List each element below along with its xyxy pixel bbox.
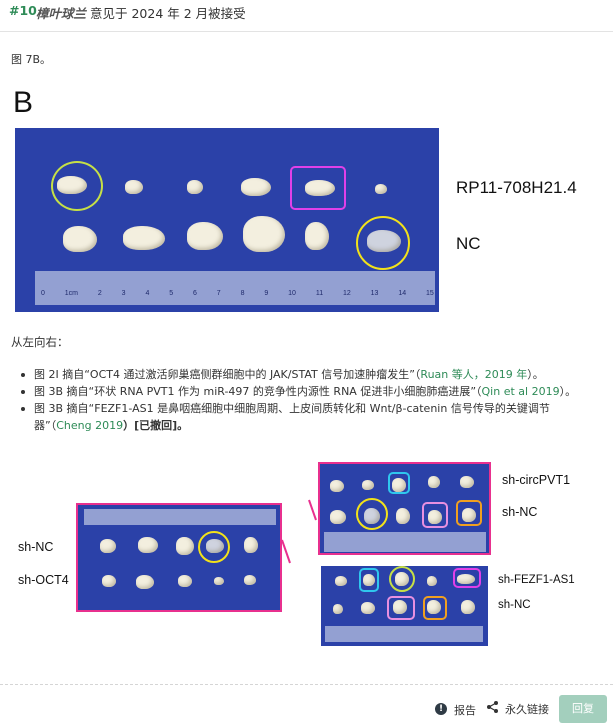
tissue-sample (362, 480, 374, 490)
highlight-box (422, 502, 448, 528)
list-item: 图 3B 摘自“FEZF1-AS1 是鼻咽癌细胞中细胞周期、上皮间质转化和 Wn… (21, 400, 606, 434)
connector-line (308, 499, 317, 521)
tissue-sample (392, 478, 406, 492)
reference-list: 图 2I 摘自“OCT4 通过激活卵巢癌侧群细胞中的 JAK/STAT 信号加速… (21, 366, 606, 434)
ruler (35, 271, 435, 305)
tissue-sample (176, 537, 194, 555)
label-sh-nc: sh-NC (18, 540, 54, 554)
highlight-box (387, 596, 415, 620)
tissue-sample (125, 180, 143, 194)
label-sh-nc-3: sh-NC (498, 599, 531, 611)
tissue-sample (305, 222, 329, 250)
ruler (325, 626, 483, 642)
tissue-sample (457, 574, 475, 584)
tissue-sample (428, 476, 440, 488)
tissue-sample (187, 222, 223, 250)
figure-letter: B (13, 86, 34, 119)
highlight-circle (198, 531, 230, 563)
tissue-sample (63, 226, 97, 252)
figure-reference: 图 7B。 (11, 53, 52, 66)
ruler-numbers: 0 1cm 2 3 4 5 6 7 8 9 10 11 12 13 14 15 (41, 290, 434, 297)
figure-b-image: 0 1cm 2 3 4 5 6 7 8 9 10 11 12 13 14 15 (15, 128, 439, 312)
permalink-link[interactable]: 永久链接 (505, 703, 549, 716)
tissue-sample (178, 575, 192, 587)
tissue-sample (243, 216, 285, 252)
tissue-sample (333, 604, 343, 614)
post-header: #10 樟叶球兰 意见于 2024 年 2 月被接受 (0, 0, 613, 32)
tissue-sample (102, 575, 116, 587)
highlight-box (290, 166, 346, 210)
tissue-sample (427, 600, 441, 614)
tissue-sample (393, 600, 407, 614)
figure-circpvt1-image (318, 462, 491, 555)
citation-link[interactable]: Ruan 等人，2019 年 (420, 368, 528, 381)
share-icon[interactable] (486, 700, 500, 714)
tissue-sample (214, 577, 224, 585)
tissue-sample (100, 539, 116, 553)
tissue-sample (241, 178, 271, 196)
tissue-sample (305, 180, 335, 196)
tissue-sample (187, 180, 203, 194)
citation-link[interactable]: Cheng 2019 (56, 419, 124, 432)
tissue-sample (375, 184, 387, 194)
highlight-box (388, 472, 410, 494)
tissue-sample (461, 600, 475, 614)
list-item: 图 3B 摘自“环状 RNA PVT1 作为 miR-497 的竞争性内源性 R… (21, 383, 606, 400)
tissue-sample (428, 510, 442, 524)
tissue-sample (396, 508, 410, 524)
reply-button[interactable]: 回复 (559, 695, 607, 723)
tissue-sample (123, 226, 165, 250)
tissue-sample (361, 602, 375, 614)
figure-fezf1-image (321, 566, 488, 646)
subheading: 从左向右： (11, 335, 69, 349)
tissue-sample (460, 476, 474, 488)
highlight-circle (356, 498, 388, 530)
highlight-box (453, 568, 481, 588)
tissue-sample (138, 537, 158, 553)
tissue-sample (244, 537, 258, 553)
label-top: RP11-708H21.4 (456, 178, 577, 197)
highlight-box (359, 568, 379, 592)
highlight-circle (51, 161, 103, 211)
tissue-sample (462, 508, 476, 522)
author-name[interactable]: 樟叶球兰 (36, 6, 87, 21)
tissue-sample (330, 510, 346, 524)
citation-link[interactable]: Qin et al 2019 (481, 385, 560, 398)
list-item: 图 2I 摘自“OCT4 通过激活卵巢癌侧群细胞中的 JAK/STAT 信号加速… (21, 366, 606, 383)
label-sh-fezf1-as1: sh-FEZF1-AS1 (498, 574, 575, 586)
highlight-box (423, 596, 447, 620)
ruler (324, 532, 486, 552)
label-sh-oct4: sh-OCT4 (18, 573, 69, 587)
tissue-sample (427, 576, 437, 586)
label-sh-circpvt1: sh-circPVT1 (502, 473, 571, 487)
ruler (84, 509, 276, 525)
tissue-sample (363, 574, 375, 586)
post-footer: ! 报告 永久链接 回复 (0, 684, 613, 726)
post-number[interactable]: #10 (9, 3, 37, 18)
highlight-circle (389, 566, 415, 592)
connector-line (281, 539, 291, 564)
post-title: 樟叶球兰 意见于 2024 年 2 月被接受 (36, 3, 246, 22)
tissue-sample (244, 575, 256, 585)
figure-oct4-image (76, 503, 282, 612)
post-status-text: 意见于 2024 年 2 月被接受 (90, 6, 246, 21)
tissue-sample (136, 575, 154, 589)
label-bottom: NC (456, 234, 481, 253)
report-link[interactable]: 报告 (454, 704, 476, 717)
alert-icon[interactable]: ! (435, 703, 447, 715)
tissue-sample (330, 480, 344, 492)
label-sh-nc-2: sh-NC (502, 505, 538, 519)
tissue-sample (335, 576, 347, 586)
highlight-circle (356, 216, 410, 270)
highlight-box (456, 500, 482, 526)
